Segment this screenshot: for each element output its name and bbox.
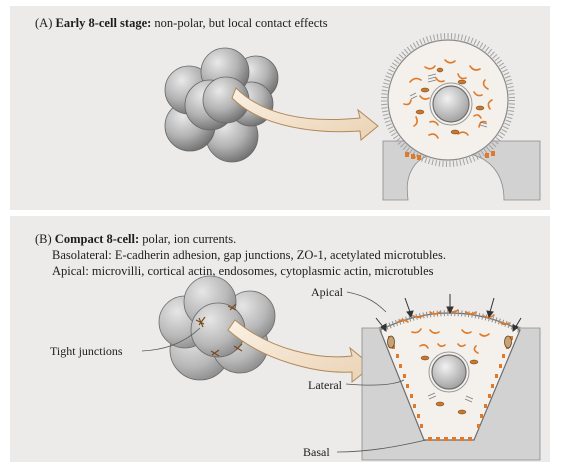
compact-8-cell-embryo: [159, 276, 275, 380]
early-8-cell-embryo: [165, 48, 278, 162]
